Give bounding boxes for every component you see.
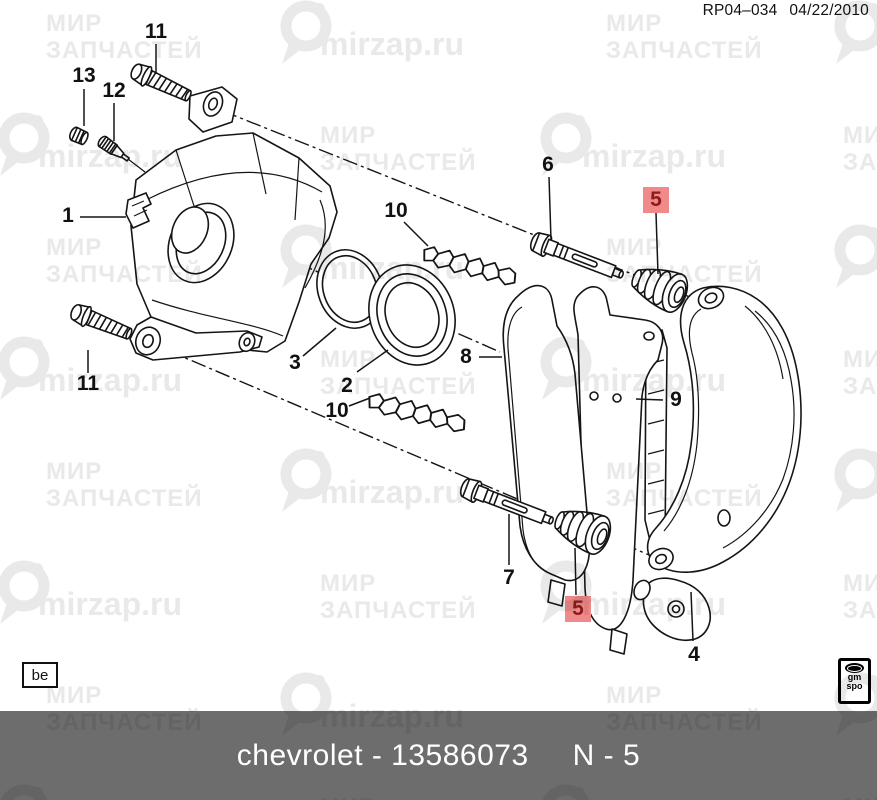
footer-bar: chevrolet - 13586073 N - 5 <box>0 711 877 800</box>
part-callout-13: 13 <box>72 64 96 87</box>
callout-leader-lines <box>80 44 694 642</box>
document-reference: RP04–034 04/22/2010 <box>703 2 869 20</box>
doc-ref: RP04–034 <box>702 2 778 19</box>
piston-boot-drawing <box>368 264 456 366</box>
part-callout-11: 11 <box>144 20 168 43</box>
bleeder-valve-drawing <box>97 135 130 162</box>
mounting-bracket-drawing <box>633 285 802 642</box>
pad-retainer-clip-bottom-drawing <box>364 384 469 442</box>
part-callout-6: 6 <box>542 153 554 176</box>
guide-pin-bolt-bottom-drawing <box>67 300 136 346</box>
part-callout-4: 4 <box>688 643 700 666</box>
part-callout-5: 5 <box>565 596 591 622</box>
part-callout-5: 5 <box>643 187 669 213</box>
part-callout-7: 7 <box>503 566 515 589</box>
part-callout-12: 12 <box>102 79 126 102</box>
part-callout-3: 3 <box>289 351 301 374</box>
gm-logo-line2: spo <box>846 680 863 691</box>
part-callout-1: 1 <box>62 204 74 227</box>
guide-pin-bolt-top-drawing <box>127 59 196 107</box>
part-callout-10: 10 <box>384 199 408 222</box>
be-marker-label: be <box>31 666 49 684</box>
gm-oval-icon <box>845 663 864 673</box>
part-callout-10: 10 <box>325 399 349 422</box>
outer-pad-drawing <box>502 284 591 607</box>
part-callout-2: 2 <box>341 374 353 397</box>
doc-date: 04/22/2010 <box>789 2 869 19</box>
part-callout-11: 11 <box>76 372 100 395</box>
footer-part-title: chevrolet - 13586073 <box>236 738 529 772</box>
part-callout-9: 9 <box>670 388 682 411</box>
brake-caliper-drawing <box>125 86 338 361</box>
part-callout-8: 8 <box>460 345 472 368</box>
piston-seal-drawing <box>316 249 384 329</box>
footer-page-ref: N - 5 <box>572 738 641 772</box>
gm-spo-logo: gm spo <box>838 658 871 704</box>
exploded-diagram <box>67 44 802 655</box>
be-marker: be <box>22 662 58 688</box>
bleeder-cap-drawing <box>68 126 89 146</box>
guide-pin-top-drawing <box>527 229 628 287</box>
